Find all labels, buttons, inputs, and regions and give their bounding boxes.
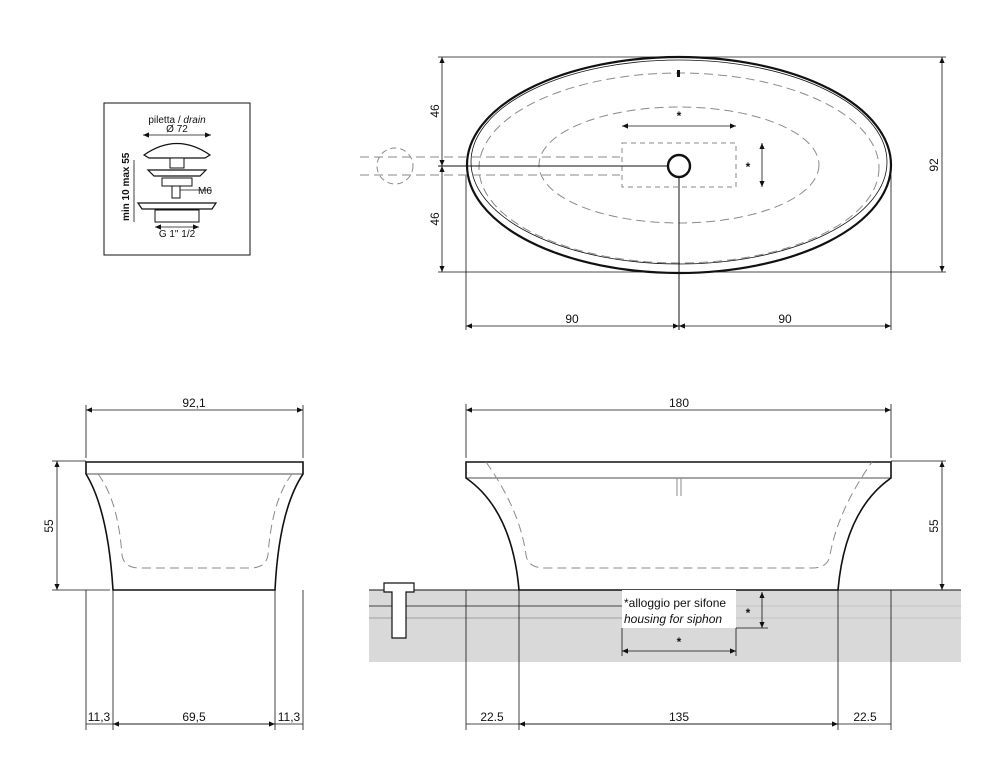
drain-thread bbox=[154, 209, 200, 223]
drain-height-label: min 10 max 55 bbox=[121, 152, 132, 221]
drain-bolt-label: M6 bbox=[198, 186, 212, 197]
drain-body bbox=[146, 169, 208, 177]
dim-top-total-width: 92 bbox=[927, 158, 941, 172]
dim-top-half-left: 90 bbox=[565, 312, 579, 326]
dim-top-half-upper: 46 bbox=[428, 104, 442, 118]
dim-side-base-width: 69,5 bbox=[182, 710, 206, 724]
siphon-marker-front-v: * bbox=[746, 606, 751, 620]
top-view: * * 46 46 92 90 90 bbox=[360, 55, 946, 330]
siphon-note-en: housing for siphon bbox=[624, 612, 722, 626]
side-view: 92,1 55 11,3 69,5 11,3 bbox=[42, 396, 304, 730]
drain-bolt bbox=[171, 185, 181, 199]
overflow-slot bbox=[677, 70, 680, 77]
drain-detail: piletta / drain Ø 72 M6 G 1" 1/2 min 10 … bbox=[103, 102, 251, 256]
drain-thread-label: G 1" 1/2 bbox=[159, 229, 196, 240]
siphon-marker-top-h: * bbox=[677, 109, 682, 123]
drain-diameter-label: Ø 72 bbox=[166, 124, 188, 135]
dim-front-foot-right: 22.5 bbox=[853, 710, 877, 724]
dim-front-top-length: 180 bbox=[669, 396, 689, 410]
drain-spring bbox=[161, 177, 193, 187]
siphon-marker-front-h: * bbox=[677, 635, 682, 649]
overflow-front bbox=[676, 478, 682, 496]
drain-stem bbox=[169, 157, 185, 169]
front-view: 180 *alloggio per sifone housing for sip… bbox=[369, 396, 961, 730]
drain-title: piletta / drain bbox=[148, 115, 206, 126]
dim-side-top-width: 92,1 bbox=[182, 396, 206, 410]
siphon-marker-top-v: * bbox=[746, 160, 751, 174]
dim-top-half-right: 90 bbox=[778, 312, 792, 326]
waste-pipe-fitting bbox=[383, 582, 415, 639]
siphon-note-it: *alloggio per sifone bbox=[624, 596, 726, 610]
dim-front-base-length: 135 bbox=[669, 710, 689, 724]
basin-front-inner bbox=[485, 461, 873, 569]
dim-front-height: 55 bbox=[927, 519, 941, 533]
dim-front-foot-left: 22.5 bbox=[480, 710, 504, 724]
drain-flange bbox=[136, 202, 218, 210]
basin-side-inner bbox=[97, 473, 293, 569]
dim-side-foot-right: 11,3 bbox=[278, 710, 301, 724]
siphon-housing-top bbox=[621, 142, 737, 188]
drain-cap bbox=[142, 143, 212, 159]
basin-front-shell bbox=[465, 461, 892, 591]
dim-top-half-lower: 46 bbox=[428, 212, 442, 226]
drain-hole bbox=[666, 153, 692, 179]
dim-side-height: 55 bbox=[42, 519, 56, 533]
dim-side-foot-left: 11,3 bbox=[88, 710, 111, 724]
waste-pipe-circle bbox=[376, 147, 414, 185]
siphon-housing-front bbox=[622, 590, 736, 628]
